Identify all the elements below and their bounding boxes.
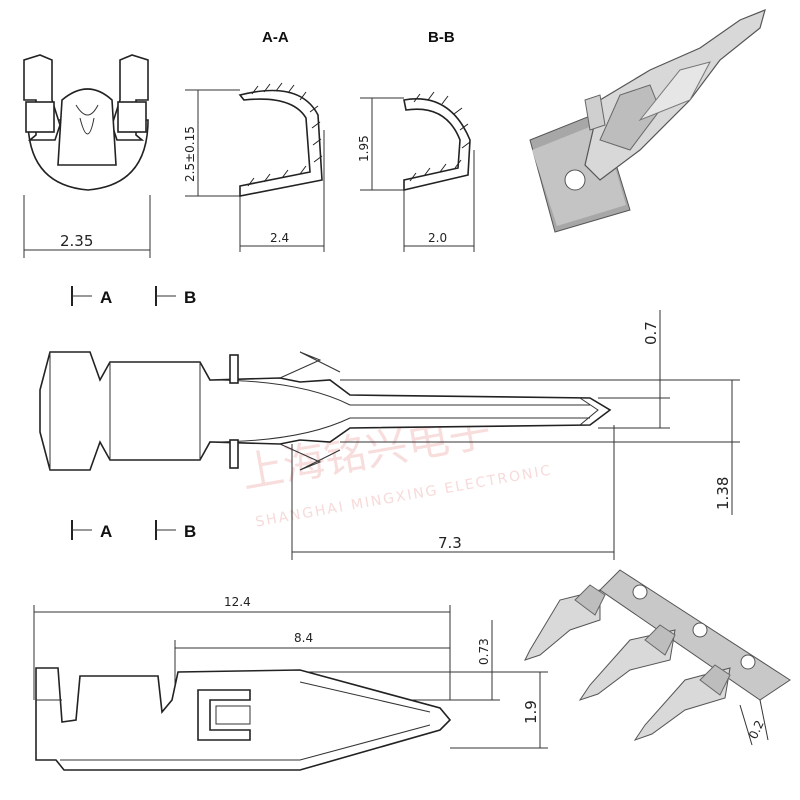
marker-b-bottom: B: [184, 522, 196, 541]
dim-pin-length: 7.3: [438, 534, 462, 552]
dim-aa-height: 2.5±0.15: [183, 126, 197, 182]
dim-body-height: 1.9: [522, 700, 540, 724]
side-view: A B A B 0.7 1.38 7: [39, 286, 740, 560]
section-aa-title: A-A: [262, 29, 289, 46]
section-bb: B-B 1.95 2.0: [357, 29, 475, 252]
dim-pin-thickness: 0.73: [477, 638, 491, 665]
dim-mid-length: 8.4: [294, 631, 313, 645]
terminal-photo: [529, 8, 766, 233]
dim-front-width: 2.35: [60, 232, 93, 250]
section-aa: A-A 2.5±0.15 2.4: [183, 29, 325, 252]
bottom-view: 12.4 8.4 0.73 1.9: [33, 595, 548, 771]
dim-strip-thickness: 0.2: [746, 718, 767, 741]
section-bb-title: B-B: [428, 29, 455, 46]
dim-bb-height: 1.95: [357, 135, 371, 162]
front-view: 2.35: [23, 54, 151, 258]
dim-bb-width: 2.0: [428, 231, 447, 245]
marker-a-top: A: [100, 288, 112, 307]
dim-pin-width: 0.7: [642, 321, 660, 345]
section-markers-bottom: A B: [71, 520, 196, 541]
marker-b-top: B: [184, 288, 196, 307]
dim-total-length: 12.4: [224, 595, 251, 609]
marker-a-bottom: A: [100, 522, 112, 541]
terminal-strip-photo: 0.2: [524, 569, 791, 746]
dim-aa-width: 2.4: [270, 231, 289, 245]
section-markers-top: A B: [71, 286, 196, 307]
dim-head-width: 1.38: [714, 477, 732, 510]
